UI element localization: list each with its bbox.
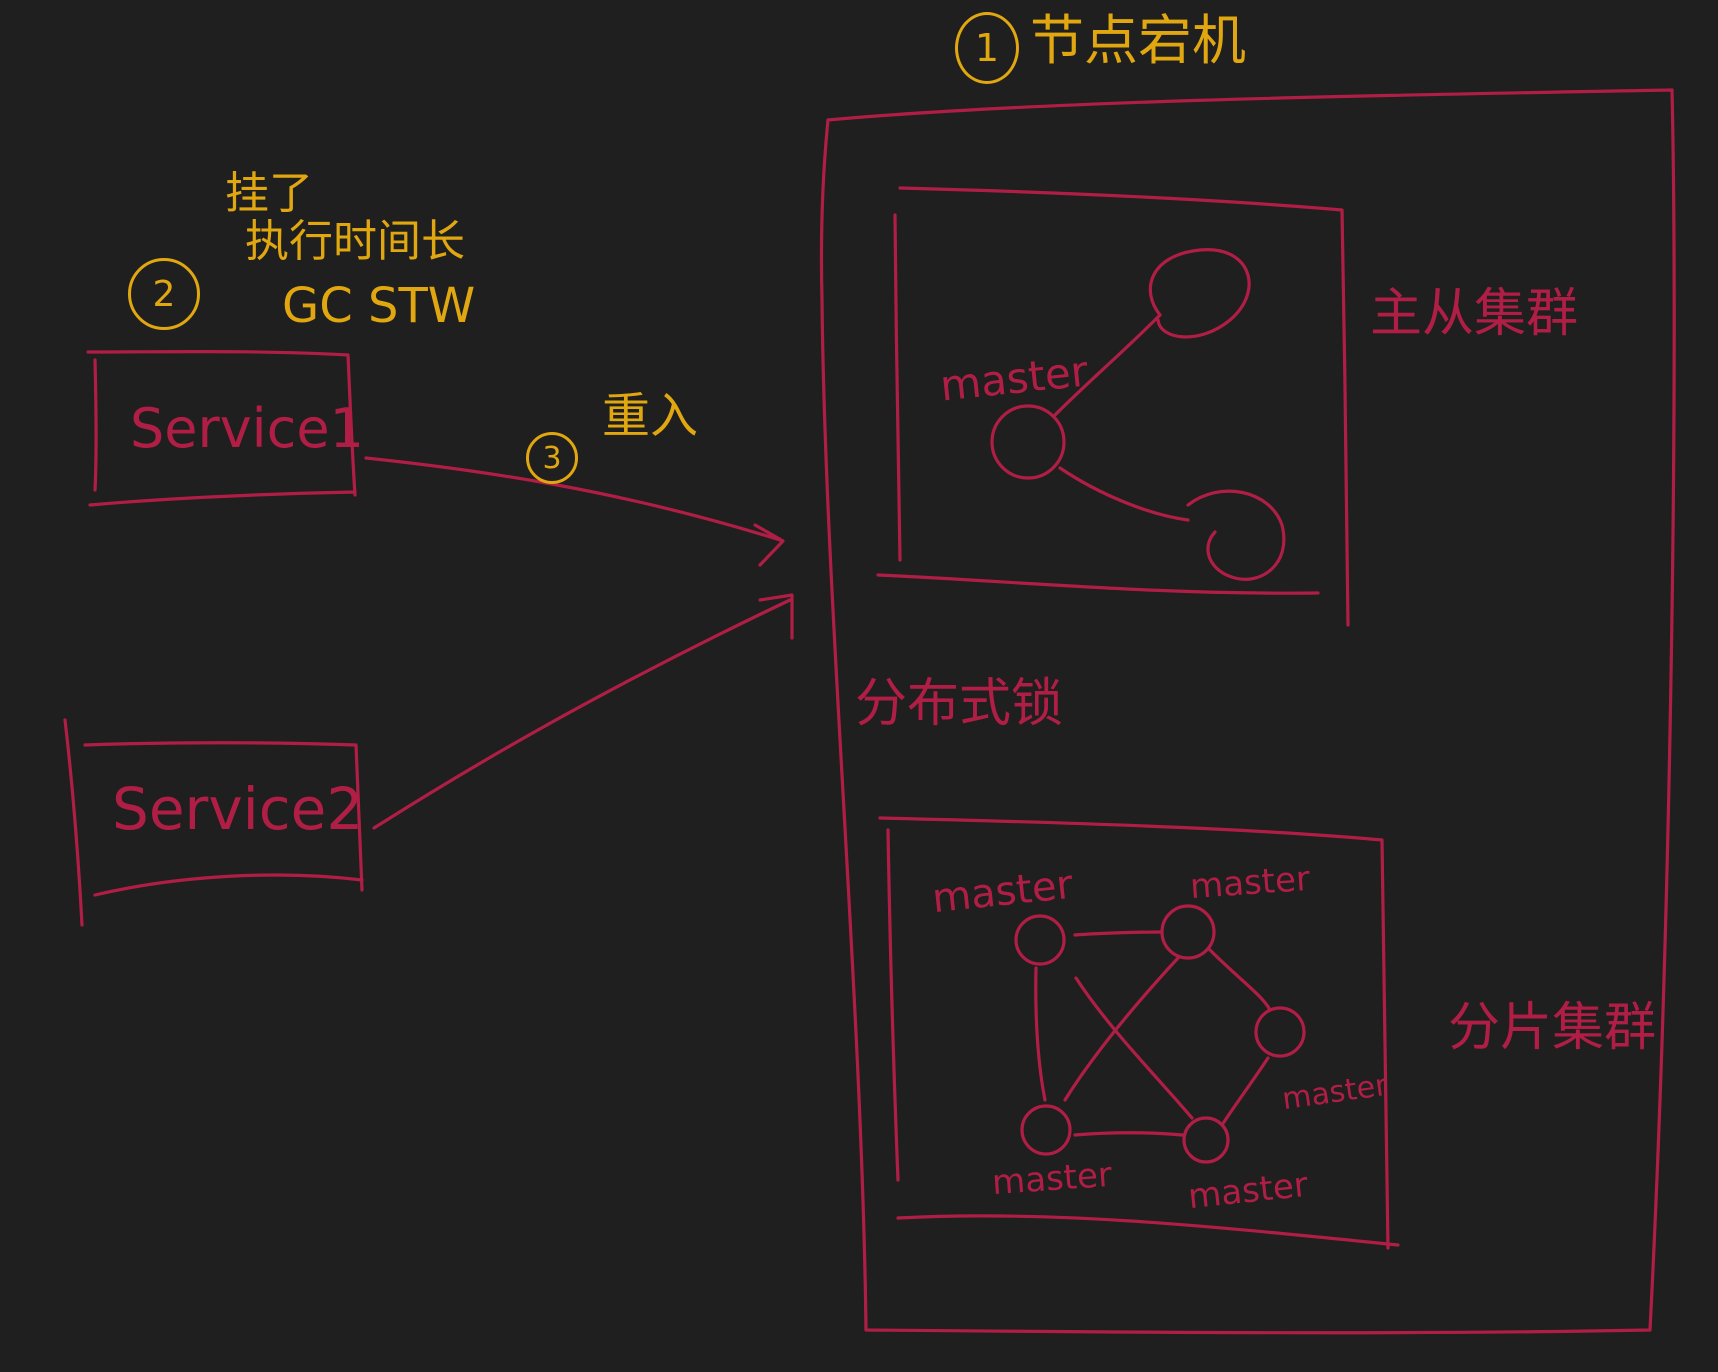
arrow-service1-to-redis (364, 456, 785, 567)
sharded-link-3-5 (1220, 1056, 1270, 1127)
service1-label: Service1 (130, 397, 364, 460)
sharded-graph (1014, 904, 1306, 1164)
arrow-service2-to-redis (372, 593, 794, 830)
master-slave-graph (990, 248, 1286, 581)
master-slave-link-bottom (1058, 466, 1190, 522)
sharded-link-2-4 (1063, 956, 1180, 1102)
step2-line-3: GC STW (282, 278, 476, 334)
sharded-node-4 (1020, 1104, 1072, 1156)
master-slave-label: 主从集群 (1370, 284, 1579, 344)
master-slave-slave-node-bottom (1186, 489, 1286, 581)
master-slave-box (876, 186, 1350, 627)
service1-box (86, 350, 357, 507)
step1-number: 1 (974, 26, 1000, 70)
step1-label: 节点宕机 (1030, 9, 1246, 72)
step2-number: 2 (152, 273, 176, 315)
step2-line-2: 执行时间长 (245, 216, 465, 267)
sharded-link-4-5 (1073, 1131, 1184, 1137)
master-slave-slave-node-top (1148, 248, 1251, 339)
step2-line-1: 挂了 (225, 168, 313, 219)
step2-circle: 2 (128, 258, 200, 330)
sharded-node-2-label: master (1188, 858, 1312, 908)
sharded-box (878, 816, 1400, 1250)
distributed-lock-label: 分布式锁 (855, 674, 1064, 734)
sharded-node-1 (1014, 914, 1066, 966)
step3-circle: 3 (526, 432, 578, 484)
redis-outer-box (819, 88, 1676, 1335)
service2-label: Service2 (112, 775, 364, 843)
sharded-link-1-4 (1034, 966, 1047, 1102)
step3-label: 重入 (602, 388, 699, 444)
sharded-link-1-5 (1074, 976, 1194, 1120)
sharded-link-1-2 (1073, 930, 1164, 937)
master-slave-link-top (1053, 313, 1162, 417)
sharded-node-2 (1160, 904, 1216, 960)
master-slave-master-node (990, 404, 1066, 480)
sharded-link-2-3 (1208, 948, 1272, 1012)
sharded-node-5 (1182, 1116, 1230, 1164)
service2-box (63, 718, 364, 927)
step1-circle: 1 (955, 12, 1019, 84)
sharded-node-3 (1254, 1006, 1306, 1058)
sharded-node-4-label: master (990, 1154, 1114, 1204)
step3-number: 3 (542, 440, 562, 476)
sharded-label: 分片集群 (1448, 998, 1657, 1058)
